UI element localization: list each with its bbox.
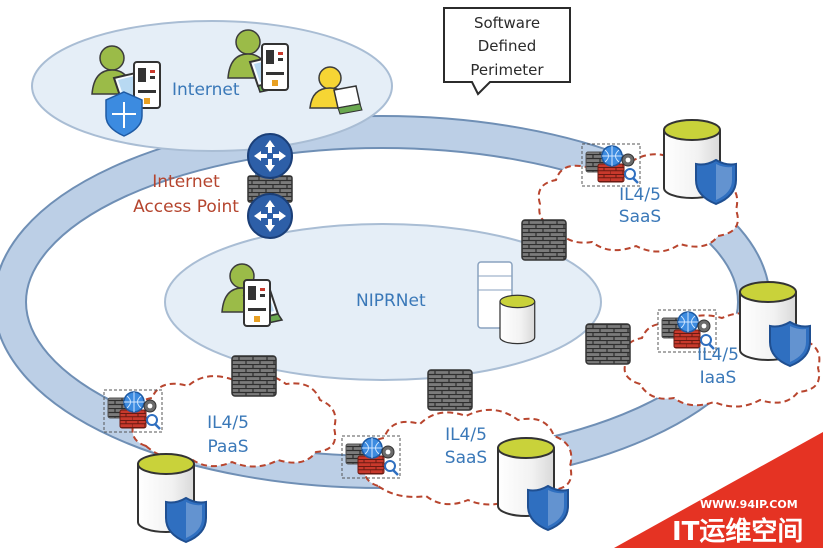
- paas-label-line1: IL4/5: [207, 413, 249, 433]
- firewall-icon: [585, 323, 631, 365]
- paas-label-line2: PaaS: [207, 437, 248, 457]
- shield-icon: [527, 485, 569, 531]
- firewall-icon: [521, 219, 567, 261]
- sdp-label-line3: Perimeter: [470, 61, 544, 79]
- saas-bottom-label-line1: IL4/5: [445, 425, 487, 445]
- firewall-icon: [427, 369, 473, 411]
- iaas-label-line1: IL4/5: [697, 345, 739, 365]
- mobile-device-icon: [261, 43, 289, 91]
- shield-icon: [165, 497, 207, 543]
- internet-label: Internet: [172, 80, 240, 100]
- saas-top-label-line1: IL4/5: [619, 185, 661, 205]
- router-icon: [247, 133, 293, 179]
- user-laptop-icon: [309, 66, 363, 115]
- router-icon: [247, 193, 293, 239]
- watermark-url: WWW.94IP.COM: [700, 498, 798, 511]
- niprnet-label: NIPRNet: [356, 291, 426, 311]
- sdp-label-line1: Software: [474, 14, 540, 32]
- iaas-label-line2: IaaS: [700, 368, 737, 388]
- sdp-label-line2: Defined: [478, 37, 536, 55]
- cloud-paas: [131, 373, 337, 468]
- access-point-label-line1: Internet: [152, 172, 220, 192]
- access-point-label-line2: Access Point: [133, 197, 239, 217]
- watermark-name: IT运维空间: [672, 516, 803, 547]
- site-watermark: WWW.94IP.COM IT运维空间: [614, 432, 823, 548]
- server-storage-icon: [477, 261, 536, 345]
- saas-top-label-line2: SaaS: [619, 207, 661, 227]
- saas-bottom-label-line2: SaaS: [445, 448, 487, 468]
- mobile-device-icon: [243, 279, 271, 327]
- remote-access-icon: [105, 91, 143, 137]
- firewall-icon: [231, 355, 277, 397]
- sdp-callout: Software Defined Perimeter: [443, 7, 571, 96]
